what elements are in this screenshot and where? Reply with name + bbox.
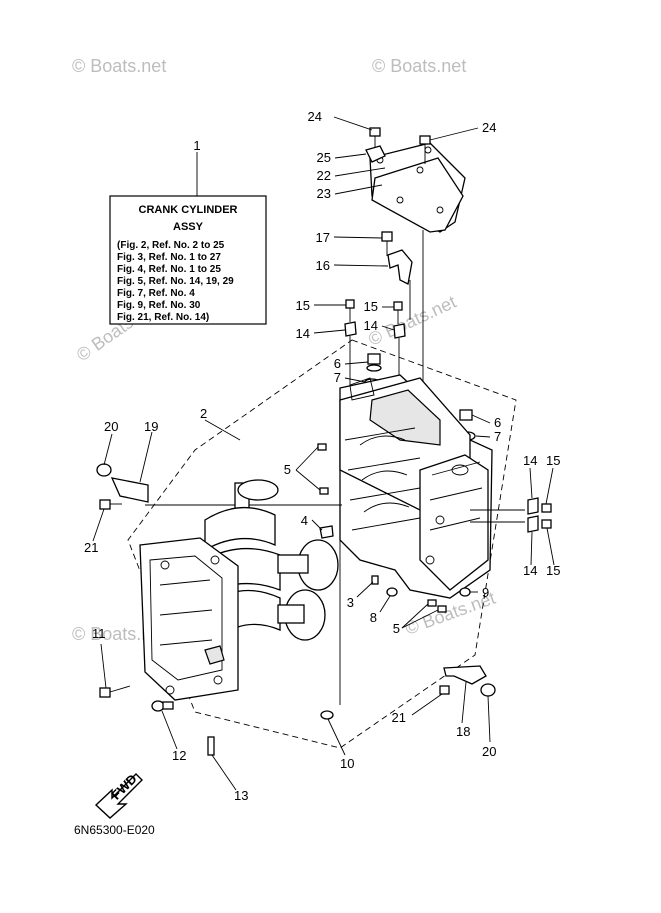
plug-6-right <box>459 409 473 421</box>
pin-5-c <box>427 599 437 607</box>
callout-5: 5 <box>393 621 400 636</box>
plate-14-b <box>393 323 406 339</box>
callout-13: 13 <box>234 788 248 803</box>
callout-20: 20 <box>104 419 118 434</box>
plug-6-top <box>366 353 382 372</box>
callout-6: 6 <box>494 415 501 430</box>
cap-20-left <box>96 463 112 477</box>
bolt-15-a <box>345 299 355 322</box>
callout-14: 14 <box>523 453 537 468</box>
callout-14: 14 <box>296 326 310 341</box>
callout-12: 12 <box>172 748 186 763</box>
box-title-line2: ASSY <box>173 221 204 233</box>
box-line: (Fig. 2, Ref. No. 2 to 25 <box>117 240 225 251</box>
callout-7: 7 <box>494 429 501 444</box>
callout-5: 5 <box>284 462 291 477</box>
head-cover <box>369 142 466 233</box>
pin-3 <box>371 575 379 585</box>
bolt-17 <box>381 231 393 256</box>
bracket-16 <box>387 249 413 285</box>
callout-22: 22 <box>317 168 331 183</box>
watermark: © Boats.net <box>72 56 166 76</box>
callout-14: 14 <box>364 318 378 333</box>
callout-16: 16 <box>316 258 330 273</box>
callout-1: 1 <box>193 138 200 153</box>
box-line: Fig. 9, Ref. No. 30 <box>117 300 201 311</box>
box-line: Fig. 21, Ref. No. 14) <box>117 312 209 323</box>
plate-14-d <box>527 515 539 533</box>
joint-18 <box>443 665 487 685</box>
callout-3: 3 <box>347 595 354 610</box>
diagram-code: 6N65300-E020 <box>74 823 155 837</box>
callout-8: 8 <box>370 610 377 625</box>
callout-10: 10 <box>340 756 354 771</box>
callout-21: 21 <box>84 540 98 555</box>
leader-lines <box>92 116 555 791</box>
pin-13 <box>207 736 215 756</box>
bolt-15-b <box>393 301 403 324</box>
box-line: Fig. 3, Ref. No. 1 to 27 <box>117 252 221 263</box>
pin-5-d <box>437 605 447 613</box>
callout-15: 15 <box>296 298 310 313</box>
box-line: Fig. 7, Ref. No. 4 <box>117 288 195 299</box>
plate-14-c <box>527 497 539 515</box>
callout-19: 19 <box>144 419 158 434</box>
watermark: © Boats.net <box>365 292 459 350</box>
callout-24: 24 <box>482 120 496 135</box>
elbow-25 <box>365 145 386 163</box>
bolt-15-c <box>541 503 552 513</box>
callout-2: 2 <box>200 406 207 421</box>
cylinder-block <box>339 374 493 599</box>
crankcase <box>139 537 239 701</box>
callout-20: 20 <box>482 744 496 759</box>
callout-14: 14 <box>523 563 537 578</box>
ring-10 <box>320 710 334 720</box>
pin-5-a <box>317 443 327 451</box>
callout-15: 15 <box>364 299 378 314</box>
assembly-outline <box>127 339 517 749</box>
bolt-21-left <box>99 499 122 510</box>
joint-19 <box>110 477 149 503</box>
seal-4 <box>319 525 334 539</box>
ring-9 <box>459 587 471 597</box>
plug-12 <box>151 700 174 712</box>
fwd-arrow-icon: FWD <box>94 771 143 819</box>
bolt-21-right <box>439 685 450 695</box>
box-line: Fig. 4, Ref. No. 1 to 25 <box>117 264 221 275</box>
callout-7: 7 <box>334 370 341 385</box>
bolt-11 <box>99 685 131 698</box>
callout-6: 6 <box>334 356 341 371</box>
callout-24: 24 <box>308 109 322 124</box>
callout-18: 18 <box>456 724 470 739</box>
callout-9: 9 <box>482 585 489 600</box>
bolt-15-d <box>541 519 552 529</box>
assembly-info-box: CRANK CYLINDER ASSY (Fig. 2, Ref. No. 2 … <box>109 138 267 325</box>
callout-15: 15 <box>546 453 560 468</box>
watermark: © Boats.net <box>372 56 466 76</box>
plate-14-a <box>344 321 357 337</box>
callout-21: 21 <box>392 710 406 725</box>
callout-15: 15 <box>546 563 560 578</box>
box-title-line1: CRANK CYLINDER <box>139 204 238 216</box>
callout-17: 17 <box>316 230 330 245</box>
box-line: Fig. 5, Ref. No. 14, 19, 29 <box>117 276 234 287</box>
callout-11: 11 <box>92 626 106 641</box>
ring-8 <box>386 587 398 597</box>
cap-20-right <box>480 683 496 697</box>
callout-4: 4 <box>301 513 308 528</box>
callout-23: 23 <box>317 186 331 201</box>
callout-25: 25 <box>317 150 331 165</box>
pin-5-b <box>319 487 329 495</box>
